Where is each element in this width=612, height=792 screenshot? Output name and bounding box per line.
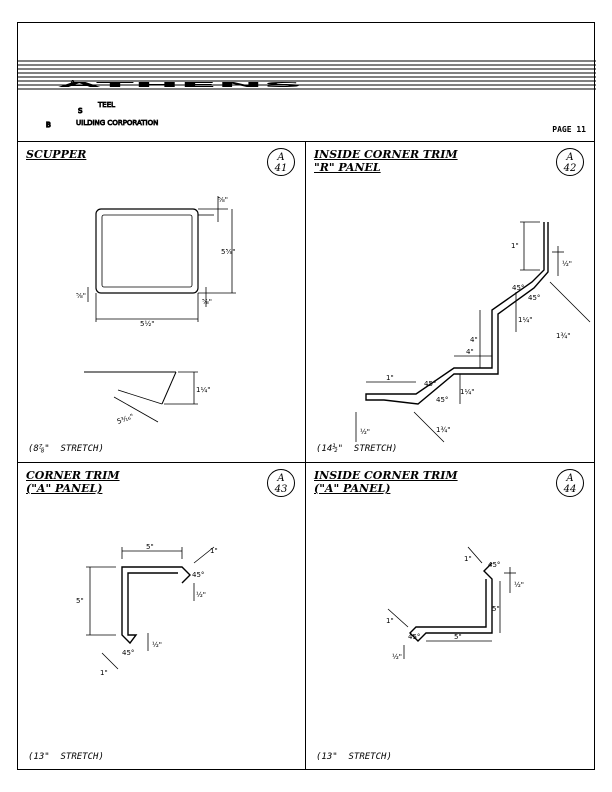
- page-frame: A ATHENS B S TEEL UILDING CORPORATION PA…: [17, 22, 596, 770]
- dim-low-vert: 1¼": [460, 388, 474, 396]
- logo-building: UILDING CORPORATION: [76, 119, 158, 127]
- dim-bot-lip: 1": [100, 669, 108, 677]
- panel-title: INSIDE CORNER TRIM("A" PANEL): [314, 469, 458, 495]
- dim-side-length: 5³⁄₁₆": [116, 412, 135, 425]
- angle-left: 45°: [408, 633, 420, 641]
- dim-top-flange: ⅝": [218, 196, 228, 204]
- corner-trim-drawing: 5" 5" 1" 45° ½" ½" 45° 1": [76, 543, 218, 677]
- stretch-note: (8⅞" STRETCH): [28, 444, 104, 454]
- dim-left-lip: 1": [386, 617, 394, 625]
- stretch-note: (13" STRETCH): [316, 752, 392, 762]
- dim-bot-hem: ½": [152, 641, 162, 649]
- dim-top-lip: 1": [210, 547, 218, 555]
- dim-width: 5½": [140, 320, 154, 328]
- dim-horiz: 4": [466, 348, 474, 356]
- stretch-note: (13" STRETCH): [28, 752, 104, 762]
- angle-bottom: 45°: [122, 649, 134, 657]
- dim-top-hem: ½": [514, 581, 524, 589]
- dim-side: 5": [492, 605, 500, 613]
- page-number: PAGE 11: [552, 125, 586, 134]
- dim-top-hem: ½": [196, 591, 206, 599]
- panel-title: SCUPPER: [26, 148, 87, 161]
- dim-mid-vert: 4": [470, 336, 478, 344]
- r-panel-drawing: 1" ½" 45° 45° 4" 1¼" 1¾" 4" 45° 45° 1" 1…: [355, 221, 591, 443]
- angle-top: 45°: [488, 561, 500, 569]
- logo-steel: TEEL: [97, 101, 115, 109]
- dim-step-a: 1¼": [518, 316, 532, 324]
- panel-title: CORNER TRIM("A" PANEL): [26, 469, 120, 495]
- logo-stripes: [18, 60, 596, 90]
- panel-title: INSIDE CORNER TRIM"R" PANEL: [314, 148, 458, 174]
- dim-top-lip: 1": [464, 555, 472, 563]
- angle-d: 45°: [436, 396, 448, 404]
- company-logo: A ATHENS B S TEEL UILDING CORPORATION: [18, 60, 596, 130]
- angle-b: 45°: [528, 294, 540, 302]
- dim-left-hem: ½": [392, 653, 402, 661]
- dim-low-slope: 1¾": [436, 426, 450, 434]
- logo-initial-s: S: [78, 107, 83, 115]
- angle-top: 45°: [192, 571, 204, 579]
- angle-c: 45°: [424, 380, 436, 388]
- dim-top: 1": [511, 242, 519, 250]
- logo-initial-b: B: [46, 121, 51, 129]
- dim-bottom-flange: ⅝": [202, 298, 212, 306]
- dim-bottom: 5": [454, 633, 462, 641]
- scupper-drawing: ⅝" 5⅝" ⅝" ⅝" 5½" 1¼" 5³⁄₁₆": [76, 196, 236, 426]
- dim-slope: 1¾": [556, 332, 570, 340]
- dim-left: 1": [386, 374, 394, 382]
- inside-corner-a-drawing: 1" 45° ½" 5" 5" 1" 45° ½": [386, 546, 524, 661]
- stretch-note: (14½" STRETCH): [316, 444, 398, 454]
- dim-left-flange: ⅝": [76, 292, 86, 300]
- dim-height: 5⅝": [221, 248, 235, 256]
- dim-top-hem: ½": [562, 260, 572, 268]
- dim-top: 5": [146, 543, 154, 551]
- angle-a: 45°: [512, 284, 524, 292]
- dim-side: 5": [76, 597, 84, 605]
- dim-hem: ½": [360, 428, 370, 436]
- logo-initial-a: A: [70, 79, 76, 87]
- logo-word: ATHENS: [58, 81, 303, 89]
- dim-side-height: 1¼": [196, 386, 210, 394]
